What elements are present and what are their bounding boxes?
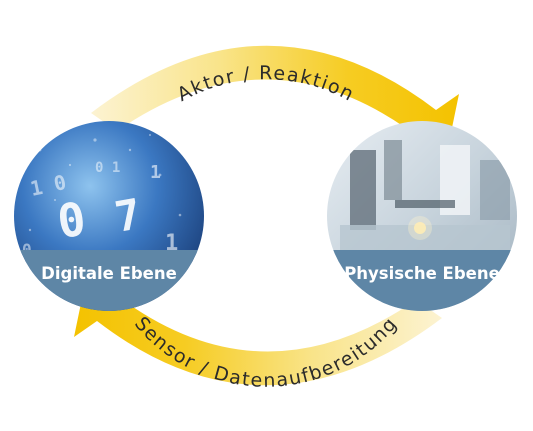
node-digital: 1 0 0 7 1 0 1 0 1 Digitale Ebene bbox=[14, 121, 204, 311]
digital-node-label: Digitale Ebene bbox=[41, 264, 177, 283]
svg-text:0: 0 bbox=[22, 240, 32, 259]
digital-label-band bbox=[14, 250, 204, 311]
bottom-arrow bbox=[74, 279, 442, 386]
svg-text:1: 1 bbox=[165, 231, 178, 256]
node-physical: Physische Ebene bbox=[327, 121, 517, 311]
physical-node-label: Physische Ebene bbox=[344, 264, 500, 283]
svg-text:0 1: 0 1 bbox=[95, 160, 120, 176]
svg-text:1: 1 bbox=[150, 162, 161, 183]
physical-label-band bbox=[327, 250, 517, 311]
top-arrow bbox=[91, 45, 459, 152]
